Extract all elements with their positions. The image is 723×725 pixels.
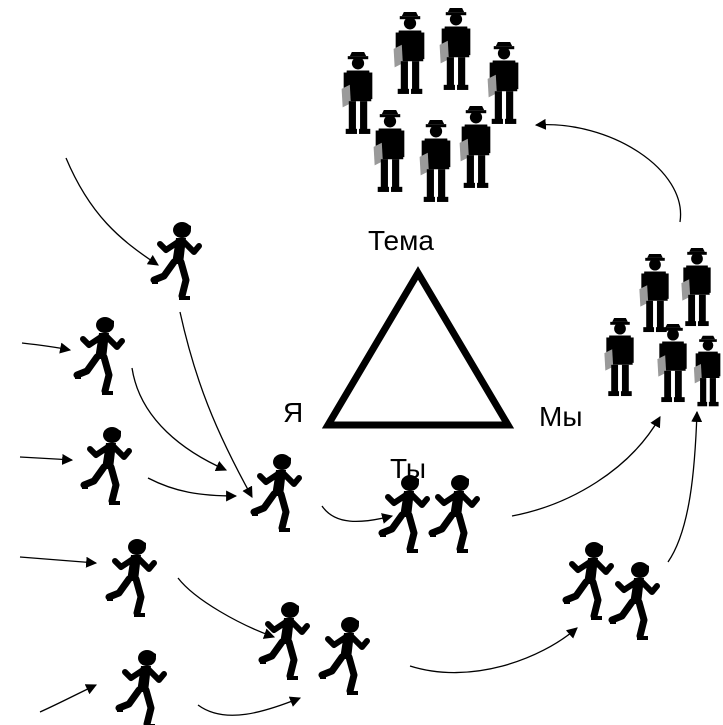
flow-arrows — [19, 118, 703, 716]
flow-arrow — [131, 367, 228, 472]
running-person-icon — [152, 222, 199, 300]
running-person-icon — [380, 475, 427, 553]
runners — [75, 222, 657, 725]
standing-person-with-folder-icon — [373, 110, 405, 192]
flow-arrow — [667, 410, 703, 563]
label-i: Я — [283, 397, 303, 428]
standing-person-with-folder-icon — [341, 52, 373, 134]
label-we: Мы — [539, 401, 582, 432]
running-person-icon — [107, 539, 154, 617]
running-person-icon — [82, 427, 129, 505]
running-person-icon — [252, 454, 299, 532]
flow-arrow — [534, 118, 682, 223]
running-person-icon — [564, 542, 611, 620]
flow-arrow — [19, 453, 74, 465]
standing-group-theme — [341, 8, 519, 202]
standing-person-with-folder-icon — [487, 42, 519, 124]
flow-arrow — [179, 311, 253, 498]
flow-arrow — [21, 342, 72, 354]
theme-triangle — [321, 266, 515, 429]
flow-arrow — [177, 577, 276, 639]
standing-person-with-folder-icon — [657, 323, 687, 403]
flow-arrow — [19, 556, 98, 568]
standing-person-with-folder-icon — [639, 253, 669, 333]
flow-arrow — [39, 684, 97, 713]
running-person-icon — [320, 617, 367, 695]
standing-group-we — [604, 247, 721, 407]
running-person-icon — [75, 317, 122, 395]
flow-arrow — [409, 627, 578, 674]
flow-arrow — [511, 416, 661, 517]
standing-person-with-folder-icon — [393, 12, 425, 94]
flow-arrow — [65, 157, 159, 266]
standing-person-with-folder-icon — [681, 247, 711, 327]
label-theme: Тема — [368, 225, 434, 256]
running-person-icon — [610, 562, 657, 640]
running-person-icon — [117, 650, 164, 725]
flow-arrow — [197, 696, 302, 716]
running-person-icon — [430, 475, 477, 553]
standing-person-with-folder-icon — [693, 335, 721, 407]
standing-person-with-folder-icon — [604, 317, 634, 397]
standing-person-with-folder-icon — [419, 120, 451, 202]
running-person-icon — [260, 602, 307, 680]
flow-arrow — [147, 477, 238, 502]
standing-person-with-folder-icon — [459, 106, 491, 188]
flow-arrow — [321, 505, 394, 524]
standing-person-with-folder-icon — [439, 8, 471, 90]
